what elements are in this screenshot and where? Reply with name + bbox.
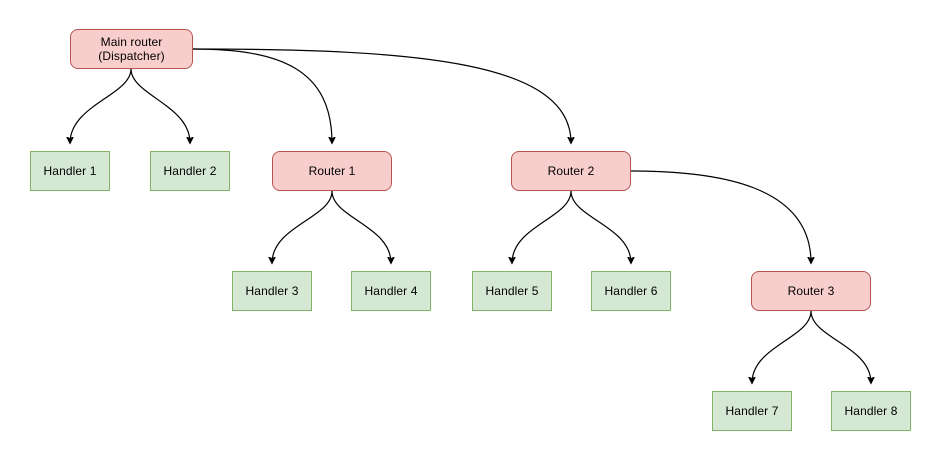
- node-router-3[interactable]: Router 3: [751, 271, 871, 311]
- node-label-handler-3: Handler 3: [245, 284, 299, 298]
- node-label-router-2: Router 2: [547, 164, 595, 178]
- node-handler-7[interactable]: Handler 7: [712, 391, 792, 431]
- node-label-router-3: Router 3: [787, 284, 835, 298]
- edge-router-1-to-handler-4: [331, 190, 391, 263]
- node-label-handler-1: Handler 1: [43, 164, 97, 178]
- node-label-handler-8: Handler 8: [844, 404, 898, 418]
- node-main-router[interactable]: Main router (Dispatcher): [70, 29, 193, 69]
- node-label-main-router: Main router (Dispatcher): [98, 35, 165, 63]
- edge-main-to-handler-2: [130, 68, 190, 143]
- edge-router-2-to-handler-5: [512, 190, 572, 263]
- node-handler-1[interactable]: Handler 1: [30, 151, 110, 191]
- node-handler-5[interactable]: Handler 5: [472, 271, 552, 311]
- node-label-handler-5: Handler 5: [485, 284, 539, 298]
- node-handler-3[interactable]: Handler 3: [232, 271, 312, 311]
- edge-main-to-router-1: [192, 48, 332, 143]
- node-handler-6[interactable]: Handler 6: [591, 271, 671, 311]
- edge-router-3-to-handler-7: [752, 310, 812, 383]
- edge-main-to-handler-1: [70, 68, 132, 143]
- node-label-router-1: Router 1: [308, 164, 356, 178]
- node-label-handler-7: Handler 7: [725, 404, 779, 418]
- edge-router-2-to-router-3: [630, 170, 811, 263]
- node-handler-2[interactable]: Handler 2: [150, 151, 230, 191]
- node-handler-4[interactable]: Handler 4: [351, 271, 431, 311]
- edge-router-3-to-handler-8: [810, 310, 871, 383]
- edge-router-1-to-handler-3: [272, 190, 333, 263]
- node-label-handler-4: Handler 4: [364, 284, 418, 298]
- edges-group: [70, 48, 871, 383]
- node-handler-8[interactable]: Handler 8: [831, 391, 911, 431]
- node-label-handler-6: Handler 6: [604, 284, 658, 298]
- node-label-handler-2: Handler 2: [163, 164, 217, 178]
- edge-router-2-to-handler-6: [570, 190, 631, 263]
- node-router-1[interactable]: Router 1: [272, 151, 392, 191]
- node-router-2[interactable]: Router 2: [511, 151, 631, 191]
- edge-main-to-router-2: [192, 48, 571, 143]
